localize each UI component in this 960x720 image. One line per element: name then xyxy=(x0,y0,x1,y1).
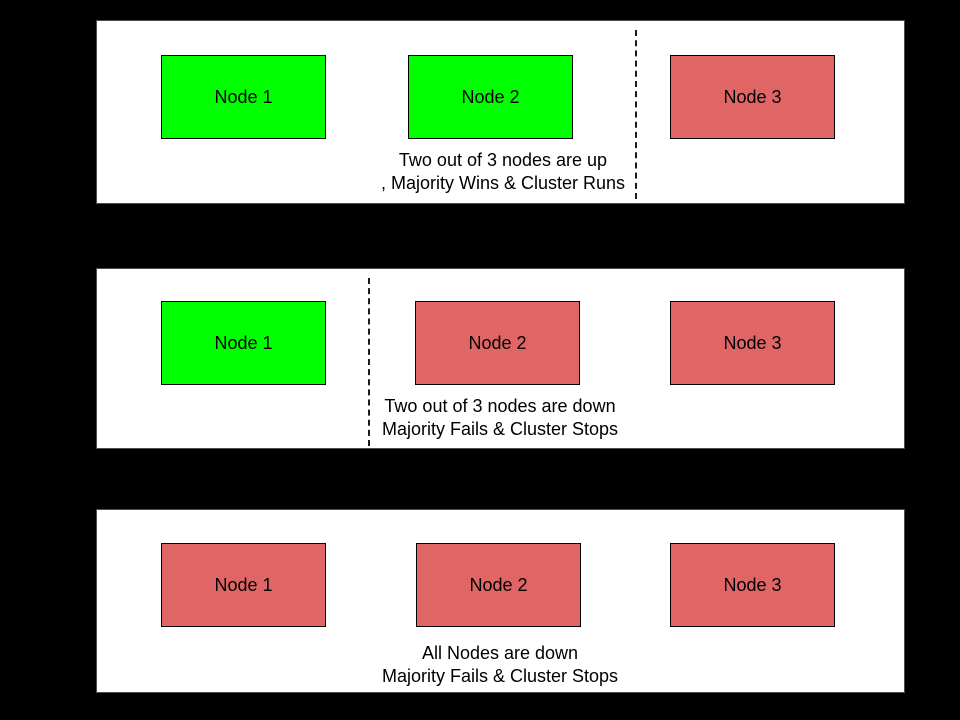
caption-line-2: , Majority Wins & Cluster Runs xyxy=(380,173,626,193)
node-box: Node 2 xyxy=(415,301,580,385)
node-box: Node 1 xyxy=(161,55,326,139)
caption-line-1: All Nodes are down xyxy=(421,643,579,663)
node-label: Node 2 xyxy=(469,574,528,595)
panel-all-nodes-down: Node 1 Node 2 Node 3 All Nodes are down … xyxy=(96,509,905,693)
node-label: Node 3 xyxy=(723,86,782,107)
node-box: Node 3 xyxy=(670,55,835,139)
node-box: Node 3 xyxy=(670,543,835,627)
node-box: Node 1 xyxy=(161,543,326,627)
partition-dashed-divider xyxy=(368,278,370,446)
node-label: Node 1 xyxy=(214,574,273,595)
caption-line-2: Majority Fails & Cluster Stops xyxy=(381,419,619,439)
caption-line-1: Two out of 3 nodes are down xyxy=(384,396,616,416)
node-label: Node 3 xyxy=(723,332,782,353)
panel-caption: All Nodes are down Majority Fails & Clus… xyxy=(290,642,710,688)
caption-line-1: Two out of 3 nodes are up xyxy=(398,150,608,170)
caption-line-2: Majority Fails & Cluster Stops xyxy=(381,666,619,686)
node-box: Node 2 xyxy=(408,55,573,139)
panel-caption: Two out of 3 nodes are down Majority Fai… xyxy=(290,395,710,441)
node-box: Node 2 xyxy=(416,543,581,627)
node-label: Node 3 xyxy=(723,574,782,595)
partition-dashed-divider xyxy=(635,30,637,199)
node-label: Node 1 xyxy=(214,332,273,353)
node-box: Node 3 xyxy=(670,301,835,385)
panel-two-nodes-up: Node 1 Node 2 Node 3 Two out of 3 nodes … xyxy=(96,20,905,204)
node-label: Node 1 xyxy=(214,86,273,107)
panel-two-nodes-down: Node 1 Node 2 Node 3 Two out of 3 nodes … xyxy=(96,268,905,449)
panel-caption: Two out of 3 nodes are up , Majority Win… xyxy=(293,149,713,195)
node-label: Node 2 xyxy=(461,86,520,107)
node-label: Node 2 xyxy=(468,332,527,353)
node-box: Node 1 xyxy=(161,301,326,385)
